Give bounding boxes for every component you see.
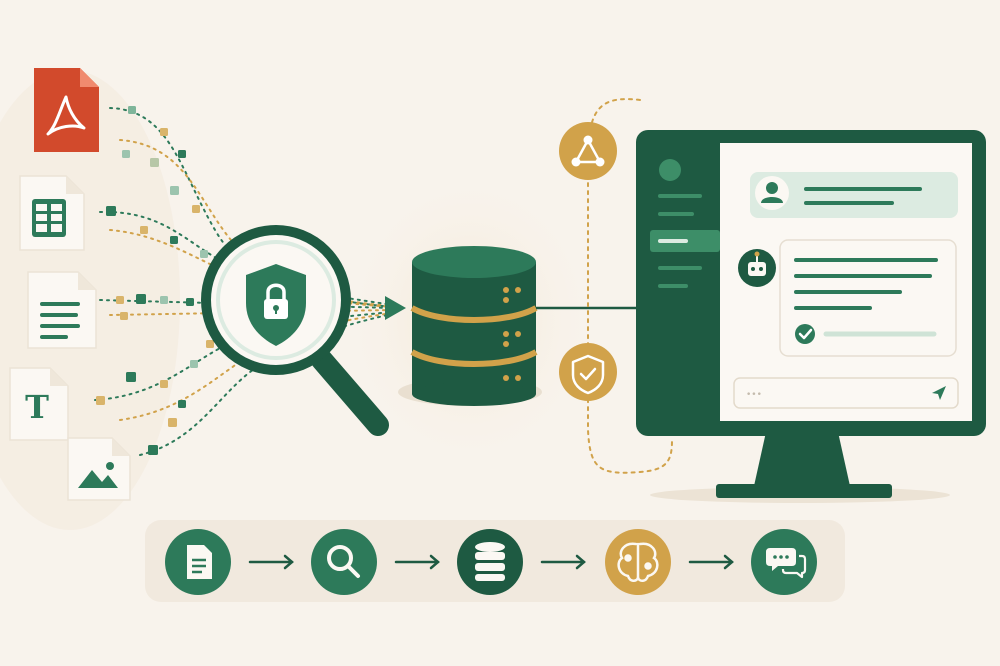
check-icon xyxy=(795,324,815,344)
chat-bubbles-icon xyxy=(766,548,807,579)
shield-check-icon xyxy=(571,354,605,395)
spreadsheet-file xyxy=(19,175,85,251)
pipeline-step-search xyxy=(311,529,377,595)
pipeline-step-chat xyxy=(751,529,817,595)
pipeline-arrow xyxy=(394,554,440,570)
text-t-icon: T xyxy=(25,388,49,426)
document-icon xyxy=(187,545,212,579)
pipeline-step-brain xyxy=(605,529,671,595)
database-icon xyxy=(398,246,542,406)
chat-input[interactable]: ••• xyxy=(733,377,959,409)
send-icon[interactable] xyxy=(932,386,946,400)
lock-icon xyxy=(264,283,288,319)
pipeline-arrow xyxy=(688,554,734,570)
pdf-icon xyxy=(46,95,86,136)
search-icon xyxy=(327,545,360,578)
shield-check-badge xyxy=(559,343,617,401)
text-document-file xyxy=(27,271,97,349)
magnifier-shield-lock-icon xyxy=(201,225,389,436)
image-icon xyxy=(78,462,118,488)
input-placeholder-dots: ••• xyxy=(746,390,762,400)
assistant-message xyxy=(738,239,957,357)
robot-avatar-icon xyxy=(748,251,766,276)
gold-dashed-loop xyxy=(587,98,673,474)
flow-arrowhead xyxy=(385,296,406,320)
user-avatar-icon xyxy=(761,182,783,203)
document-lines-icon xyxy=(40,302,80,339)
plain-text-file: T xyxy=(9,367,69,441)
pdf-file xyxy=(34,68,99,152)
pipeline-arrow xyxy=(540,554,586,570)
graph-nodes-badge xyxy=(559,122,617,180)
data-particles xyxy=(96,106,214,455)
pipeline-step-document xyxy=(165,529,231,595)
user-message xyxy=(750,172,958,218)
pipeline-step-database xyxy=(457,529,523,595)
spreadsheet-icon xyxy=(32,199,66,237)
image-file xyxy=(67,437,131,501)
pipeline-arrow xyxy=(248,554,294,570)
database-icon xyxy=(475,542,505,581)
chat-sidebar xyxy=(650,159,720,288)
monitor: ••• xyxy=(636,130,986,503)
brain-icon xyxy=(617,542,659,582)
graph-nodes-icon xyxy=(573,137,603,164)
